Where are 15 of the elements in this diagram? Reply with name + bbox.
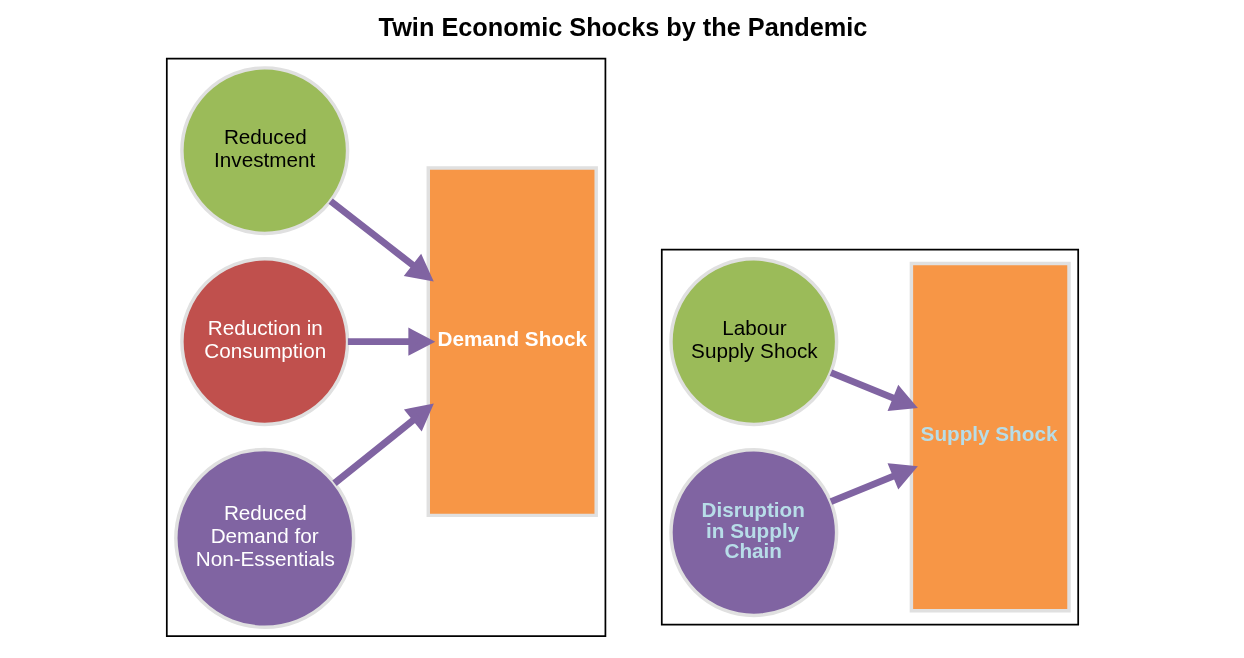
node-circle: Reduction in Consumption [179, 257, 349, 427]
arrow [829, 369, 918, 412]
node-circle: Disruption in Supply Chain [668, 448, 838, 618]
cluster [660, 248, 1079, 626]
node-circle: Reduced Investment [179, 66, 349, 236]
arrow [829, 463, 918, 505]
node-circle: Reduced Demand for Non-Essentials [173, 447, 355, 629]
cluster [165, 57, 606, 637]
arrow [328, 198, 434, 282]
arrow [347, 327, 435, 356]
arrow [331, 403, 434, 486]
diagram-title: Twin Economic Shocks by the Pandemic [378, 13, 867, 42]
node-box: Demand Shock [426, 166, 598, 518]
node-box: Supply Shock [909, 261, 1071, 613]
node-circle: Labour Supply Shock [668, 257, 838, 427]
